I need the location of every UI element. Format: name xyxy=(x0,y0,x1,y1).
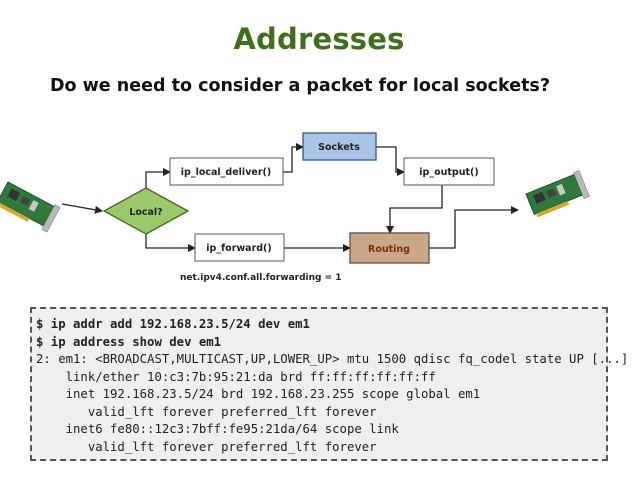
terminal-output: $ ip addr add 192.168.23.5/24 dev em1 $ … xyxy=(30,307,629,461)
local-decision-label: Local? xyxy=(129,207,162,218)
edge-routing-to-nic xyxy=(429,206,519,249)
terminal-line: link/ether 10:c3:7b:95:21:da brd ff:ff:f… xyxy=(36,369,436,384)
network-card-right-icon xyxy=(525,170,590,218)
ip-output-label: ip_output() xyxy=(419,167,478,178)
slide-subtitle: Do we need to consider a packet for loca… xyxy=(50,76,550,96)
terminal-line: inet 192.168.23.5/24 brd 192.168.23.255 … xyxy=(36,387,481,401)
terminal-line: $ ip address show dev em1 xyxy=(36,334,222,349)
ip-local-deliver-label: ip_local_deliver() xyxy=(181,167,271,178)
terminal-line: inet6 fe80::12c3:7bff:fe95:21da/64 scope… xyxy=(36,422,399,436)
local-decision-node xyxy=(102,187,190,235)
edge-sockets-to-output xyxy=(376,146,405,176)
ip-local-deliver-node xyxy=(169,157,284,186)
ip-forward-node xyxy=(194,233,285,262)
terminal-line: $ ip addr add 192.168.23.5/24 dev em1 xyxy=(36,317,310,331)
sockets-node xyxy=(302,132,377,161)
forwarding-sysctl-note: net.ipv4.conf.all.forwarding = 1 xyxy=(180,273,342,283)
routing-label: Routing xyxy=(368,244,410,255)
terminal-line: valid_lft forever preferred_lft forever xyxy=(36,439,377,454)
edge-nic-to-decision xyxy=(61,203,103,214)
terminal-line: 2: em1: <BROADCAST,MULTICAST,UP,LOWER_UP… xyxy=(36,352,629,366)
edge-local-deliver-to-sockets xyxy=(283,143,304,173)
terminal-line: valid_lft forever preferred_lft forever xyxy=(36,404,377,419)
ip-forward-label: ip_forward() xyxy=(206,243,272,254)
network-card-left-icon xyxy=(0,181,61,233)
edge-decision-to-local-deliver xyxy=(145,168,171,188)
sockets-label: Sockets xyxy=(318,142,360,153)
packet-flow-diagram: Local? ip_local_deliver() Sockets ip_out… xyxy=(0,132,590,283)
ip-output-node xyxy=(403,157,495,186)
edge-output-to-routing xyxy=(386,184,443,234)
slide-title: Addresses xyxy=(233,22,405,56)
routing-node xyxy=(349,232,430,264)
edge-decision-to-forward xyxy=(145,234,196,252)
